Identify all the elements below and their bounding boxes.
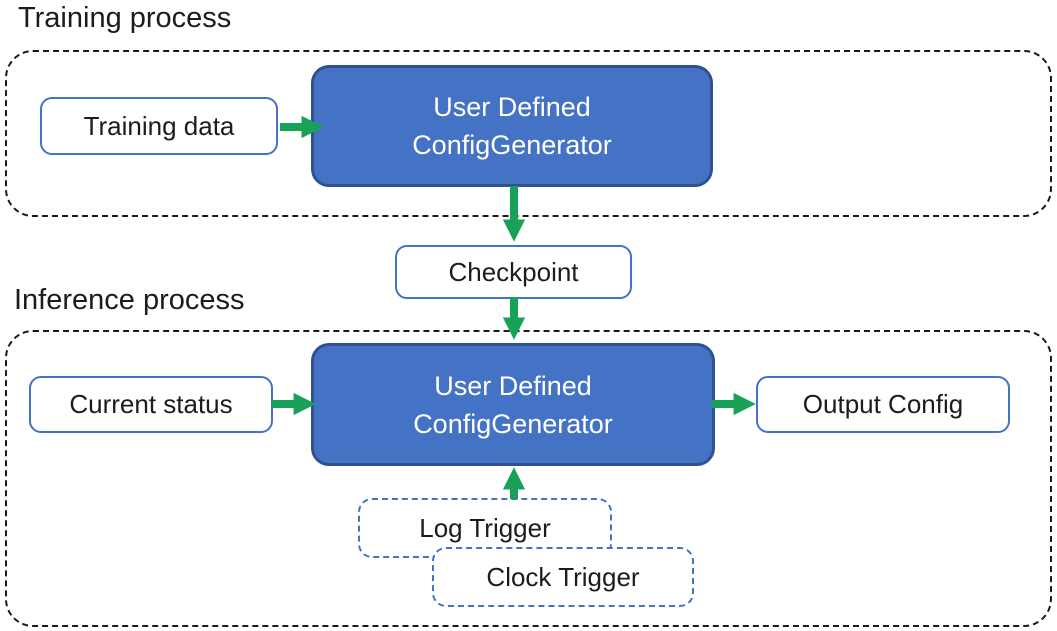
training-generator-line1: User Defined: [433, 92, 591, 122]
training-config-generator-box: User Defined ConfigGenerator: [311, 65, 713, 187]
inference-config-generator-box: User Defined ConfigGenerator: [311, 343, 715, 466]
inference-generator-line2: ConfigGenerator: [413, 408, 613, 439]
training-process-container: [5, 50, 1052, 217]
clock-trigger-box: Clock Trigger: [432, 547, 694, 607]
current-status-box: Current status: [29, 376, 273, 433]
training-data-box: Training data: [40, 97, 278, 155]
inference-process-container: [5, 330, 1052, 627]
inference-process-label: Inference process: [14, 284, 245, 316]
checkpoint-box: Checkpoint: [395, 245, 632, 299]
training-process-label: Training process: [18, 2, 232, 34]
output-config-box: Output Config: [756, 376, 1010, 433]
inference-generator-line1: User Defined: [434, 370, 592, 401]
training-generator-line2: ConfigGenerator: [412, 130, 612, 160]
